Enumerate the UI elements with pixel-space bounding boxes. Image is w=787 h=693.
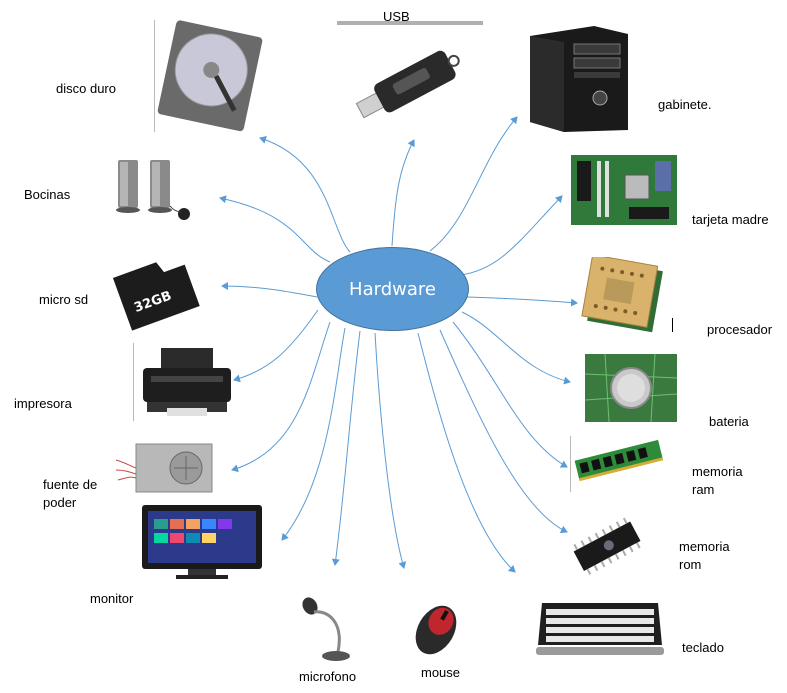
- label-memoria-ram: memoria ram: [692, 464, 743, 497]
- label-mouse: mouse: [421, 665, 461, 680]
- microphone-icon: [302, 597, 350, 661]
- speakers-icon: [116, 160, 190, 220]
- arrow-microfono: [331, 330, 361, 566]
- usb-divider: [337, 21, 483, 25]
- arrow-memoria-rom: [439, 329, 568, 534]
- label-bateria: bateria: [709, 414, 749, 429]
- arrow-memoria-ram: [452, 321, 568, 468]
- label-monitor: monitor: [90, 591, 134, 606]
- rom-chip-icon: [573, 517, 641, 575]
- battery-board-icon: [585, 354, 677, 422]
- procesador-mark: [672, 318, 673, 332]
- hardware-label: Hardware: [349, 278, 436, 300]
- usb-drive-icon: [355, 50, 460, 119]
- label-disco-duro: disco duro: [56, 81, 116, 96]
- label-memoria-rom: memoria rom: [679, 539, 730, 572]
- monitor-icon: [142, 505, 262, 579]
- hdd-divider: [154, 20, 155, 132]
- arrow-mouse: [374, 332, 407, 569]
- label-tarjeta-madre: tarjeta madre: [692, 212, 769, 227]
- arrow-bateria: [461, 311, 571, 385]
- microsd-card-icon: 32GB: [112, 262, 200, 331]
- power-supply-icon: [115, 443, 213, 493]
- arrow-teclado: [417, 332, 516, 573]
- arrow-tarjeta-madre: [459, 195, 563, 276]
- motherboard-icon: [571, 155, 677, 225]
- arrow-procesador: [466, 296, 578, 307]
- hard-drive-icon: [157, 20, 263, 132]
- printer-icon: [143, 348, 231, 416]
- keyboard-icon: [536, 603, 664, 655]
- arrow-micro-sd: [221, 282, 318, 298]
- label-fuente-de-poder: fuente de poder: [43, 477, 98, 510]
- label-micro-sd: micro sd: [39, 292, 89, 307]
- arrow-disco-duro: [259, 135, 351, 253]
- arrow-usb: [391, 139, 415, 247]
- label-procesador: procesador: [707, 322, 773, 337]
- label-usb: USB: [383, 9, 410, 24]
- label-microfono: microfono: [299, 669, 357, 684]
- ram-divider: [570, 436, 571, 492]
- processor-icon: [581, 257, 663, 333]
- printer-divider: [133, 343, 134, 421]
- label-bocinas: Bocinas: [24, 187, 71, 202]
- arrow-gabinete: [429, 116, 518, 252]
- arrow-monitor: [281, 327, 346, 541]
- hardware-ellipse: Hardware: [316, 247, 469, 331]
- computer-case-icon: [530, 26, 628, 132]
- ram-module-icon: [574, 439, 664, 482]
- label-gabinete: gabinete.: [658, 97, 712, 112]
- arrow-impresora: [233, 309, 319, 383]
- label-teclado: teclado: [682, 640, 724, 655]
- label-impresora: impresora: [14, 396, 72, 411]
- mouse-icon: [415, 605, 457, 655]
- arrow-fuente: [231, 321, 331, 473]
- arrow-bocinas: [219, 195, 331, 263]
